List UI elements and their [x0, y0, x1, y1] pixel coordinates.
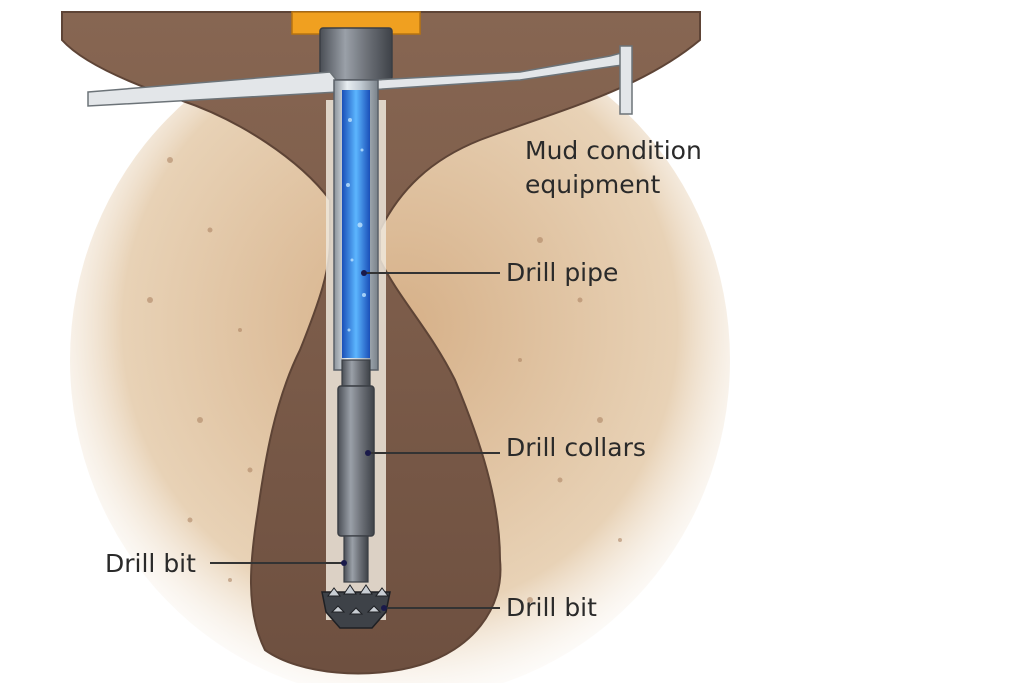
leader-dots: [341, 270, 387, 611]
drill-collars: [337, 385, 375, 537]
mud-equipment-post: [619, 45, 633, 115]
drilling-mud-column: [342, 90, 370, 358]
label-mud-condition-line2: equipment: [525, 169, 661, 199]
label-drill-bit-left: Drill bit: [105, 549, 196, 578]
collar-sub: [341, 359, 371, 387]
soil-specks: [147, 157, 622, 603]
label-drill-pipe: Drill pipe: [506, 258, 619, 287]
leader-lines: [210, 272, 500, 609]
drill-bit-icon: [321, 584, 391, 629]
label-mud-condition-equipment: Mud condition equipment: [525, 134, 702, 202]
mud-sparkles: [346, 118, 366, 332]
bit-sub: [343, 535, 369, 583]
label-mud-condition-line1: Mud condition: [525, 136, 702, 165]
label-drill-collars: Drill collars: [506, 433, 646, 462]
label-drill-bit-right: Drill bit: [506, 593, 597, 622]
